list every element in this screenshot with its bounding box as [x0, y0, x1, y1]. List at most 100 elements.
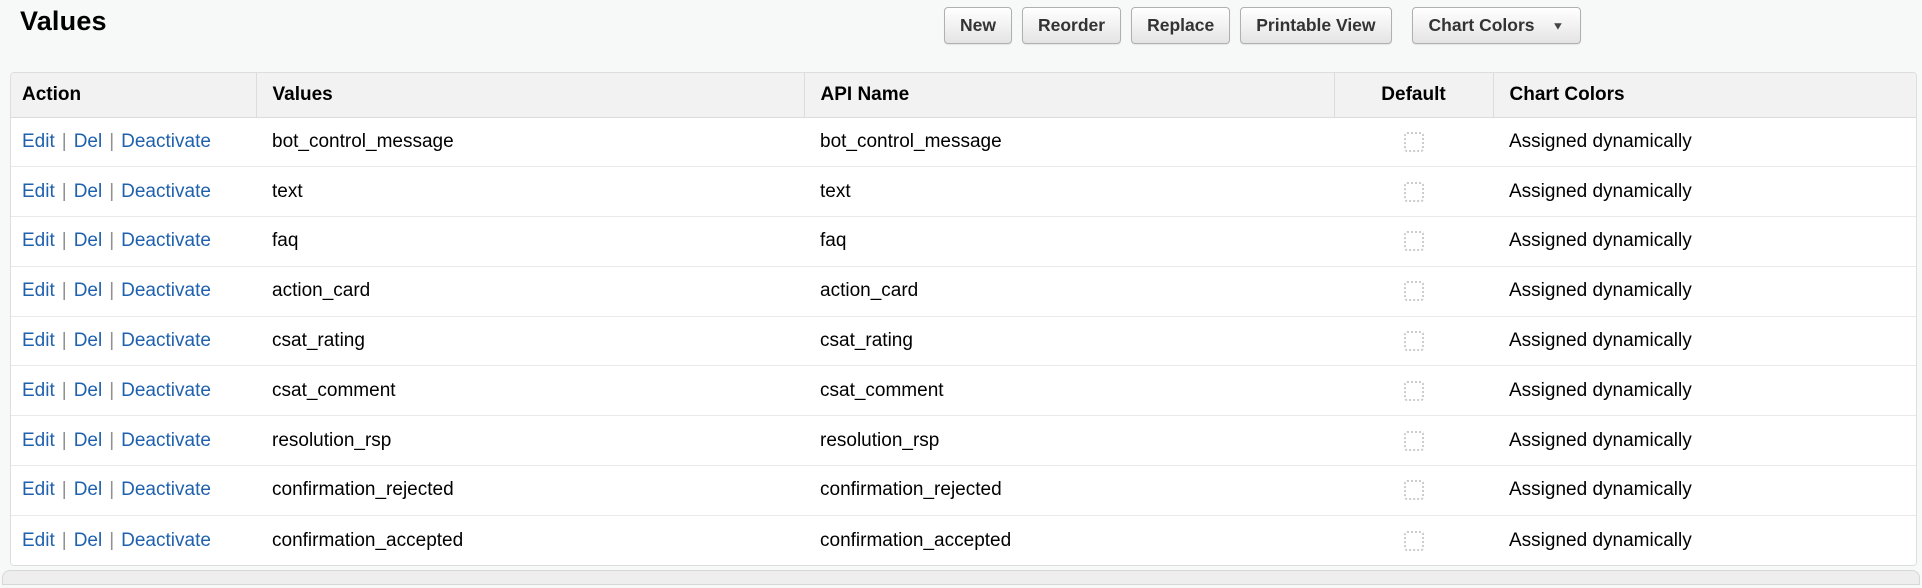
- deactivate-link[interactable]: Deactivate: [121, 379, 211, 401]
- default-checkbox[interactable]: [1403, 530, 1424, 551]
- table-row: Edit|Del|Deactivate csat_comment csat_co…: [11, 365, 1916, 416]
- chart-colors-cell: Assigned dynamically: [1493, 216, 1916, 267]
- picklist-values-table: Action Values API Name Default Chart Col…: [10, 72, 1917, 567]
- table-row: Edit|Del|Deactivate bot_control_message …: [11, 117, 1916, 167]
- default-checkbox[interactable]: [1403, 380, 1424, 401]
- deactivate-link[interactable]: Deactivate: [121, 330, 211, 352]
- value-cell: action_card: [256, 265, 804, 317]
- value-cell: csat_comment: [256, 365, 804, 416]
- value-cell: confirmation_accepted: [256, 514, 804, 566]
- edit-link[interactable]: Edit: [22, 529, 55, 551]
- link-separator: |: [61, 529, 67, 551]
- table-row: Edit | Del | Deactivate faq faq Assigned dyn…: [11, 216, 1916, 267]
- link-separator: |: [61, 280, 67, 302]
- default-checkbox[interactable]: [1403, 331, 1424, 352]
- deactivate-link[interactable]: Deactivate: [121, 180, 211, 202]
- link-separator: |: [109, 230, 115, 252]
- api-name-cell: resolution_rsp: [804, 415, 1334, 466]
- default-cell: [1334, 415, 1493, 466]
- api-name-cell: csat_rating: [804, 315, 1334, 366]
- deactivate-link[interactable]: Deactivate: [121, 280, 211, 302]
- link-separator: |: [61, 180, 67, 202]
- value-cell: faq: [256, 216, 804, 267]
- dropdown-arrow-icon: ▼: [1551, 19, 1565, 32]
- link-separator: |: [109, 479, 115, 501]
- action-cell: Edit | Del | Deactivate: [11, 514, 256, 566]
- deactivate-link[interactable]: Deactivate: [121, 230, 211, 252]
- default-cell: [1334, 117, 1493, 167]
- default-cell: [1334, 265, 1493, 317]
- action-cell: Edit|Del|Deactivate: [11, 315, 256, 366]
- deactivate-link[interactable]: Deactivate: [121, 479, 211, 501]
- value-cell: bot_control_message: [256, 117, 804, 167]
- chart-colors-cell: Assigned dynamically: [1493, 514, 1916, 566]
- chart-colors-cell: Assigned dynamically: [1493, 166, 1916, 217]
- table-header-row: Action Values API Name Default Chart Col…: [11, 73, 1916, 118]
- edit-link[interactable]: Edit: [22, 479, 55, 501]
- del-link[interactable]: Del: [73, 280, 103, 302]
- action-cell: Edit|Del|Deactivate: [11, 365, 256, 416]
- link-separator: |: [61, 479, 67, 501]
- edit-link[interactable]: Edit: [22, 230, 55, 252]
- link-separator: |: [61, 429, 67, 451]
- edit-link[interactable]: Edit: [22, 379, 55, 401]
- link-separator: |: [61, 379, 67, 401]
- api-name-cell: text: [804, 166, 1334, 217]
- action-cell: Edit | Del | Deactivate: [11, 216, 256, 267]
- chart-colors-cell: Assigned dynamically: [1493, 465, 1916, 516]
- del-link[interactable]: Del: [73, 529, 103, 551]
- default-checkbox[interactable]: [1403, 480, 1424, 501]
- edit-link[interactable]: Edit: [22, 330, 55, 352]
- default-checkbox[interactable]: [1403, 281, 1424, 302]
- column-header-action: Action: [11, 73, 257, 118]
- table-row: Edit|Del|Deactivate action_card action_c…: [11, 265, 1916, 317]
- api-name-cell: faq: [804, 216, 1334, 267]
- table-row: Edit|Del|Deactivate text text Assigned d…: [11, 166, 1916, 217]
- reorder-button[interactable]: Reorder: [1021, 7, 1122, 44]
- edit-link[interactable]: Edit: [22, 180, 55, 202]
- next-section-edge: [2, 570, 1920, 585]
- column-header-default: Default: [1334, 73, 1494, 118]
- table-row: Edit | Del | Deactivate confirmation_rejecte…: [11, 465, 1916, 516]
- edit-link[interactable]: Edit: [22, 130, 55, 152]
- link-separator: |: [61, 330, 67, 352]
- edit-link[interactable]: Edit: [22, 429, 55, 451]
- deactivate-link[interactable]: Deactivate: [121, 429, 211, 451]
- chart-colors-dropdown-label: Chart Colors: [1428, 15, 1535, 35]
- chart-colors-cell: Assigned dynamically: [1493, 315, 1916, 366]
- action-cell: Edit|Del|Deactivate: [11, 265, 256, 317]
- chart-colors-dropdown-button[interactable]: Chart Colors ▼: [1411, 7, 1582, 44]
- replace-button[interactable]: Replace: [1131, 7, 1231, 44]
- value-cell: text: [256, 166, 804, 217]
- value-cell: resolution_rsp: [256, 415, 804, 466]
- printable-view-button[interactable]: Printable View: [1240, 7, 1392, 44]
- del-link[interactable]: Del: [73, 330, 103, 352]
- column-header-api-name: API Name: [804, 73, 1335, 118]
- deactivate-link[interactable]: Deactivate: [121, 529, 211, 551]
- default-checkbox[interactable]: [1403, 231, 1424, 252]
- link-separator: |: [61, 230, 67, 252]
- default-checkbox[interactable]: [1403, 131, 1424, 152]
- del-link[interactable]: Del: [73, 130, 103, 152]
- api-name-cell: confirmation_rejected: [804, 465, 1334, 516]
- del-link[interactable]: Del: [73, 379, 103, 401]
- default-checkbox[interactable]: [1403, 430, 1424, 451]
- chart-colors-cell: Assigned dynamically: [1493, 117, 1916, 167]
- del-link[interactable]: Del: [73, 429, 103, 451]
- default-cell: [1334, 315, 1493, 366]
- default-cell: [1334, 216, 1493, 267]
- table-body: Edit|Del|Deactivate bot_control_message …: [11, 117, 1916, 566]
- link-separator: |: [109, 529, 115, 551]
- toolbar: New Reorder Replace Printable View Chart…: [944, 7, 1582, 44]
- chart-colors-cell: Assigned dynamically: [1493, 415, 1916, 466]
- edit-link[interactable]: Edit: [22, 280, 55, 302]
- default-checkbox[interactable]: [1403, 181, 1424, 202]
- api-name-cell: csat_comment: [804, 365, 1334, 416]
- del-link[interactable]: Del: [73, 479, 103, 501]
- deactivate-link[interactable]: Deactivate: [121, 130, 211, 152]
- new-button[interactable]: New: [944, 7, 1012, 44]
- del-link[interactable]: Del: [73, 230, 103, 252]
- del-link[interactable]: Del: [73, 180, 103, 202]
- chart-colors-cell: Assigned dynamically: [1493, 265, 1916, 317]
- chart-colors-cell: Assigned dynamically: [1493, 365, 1916, 416]
